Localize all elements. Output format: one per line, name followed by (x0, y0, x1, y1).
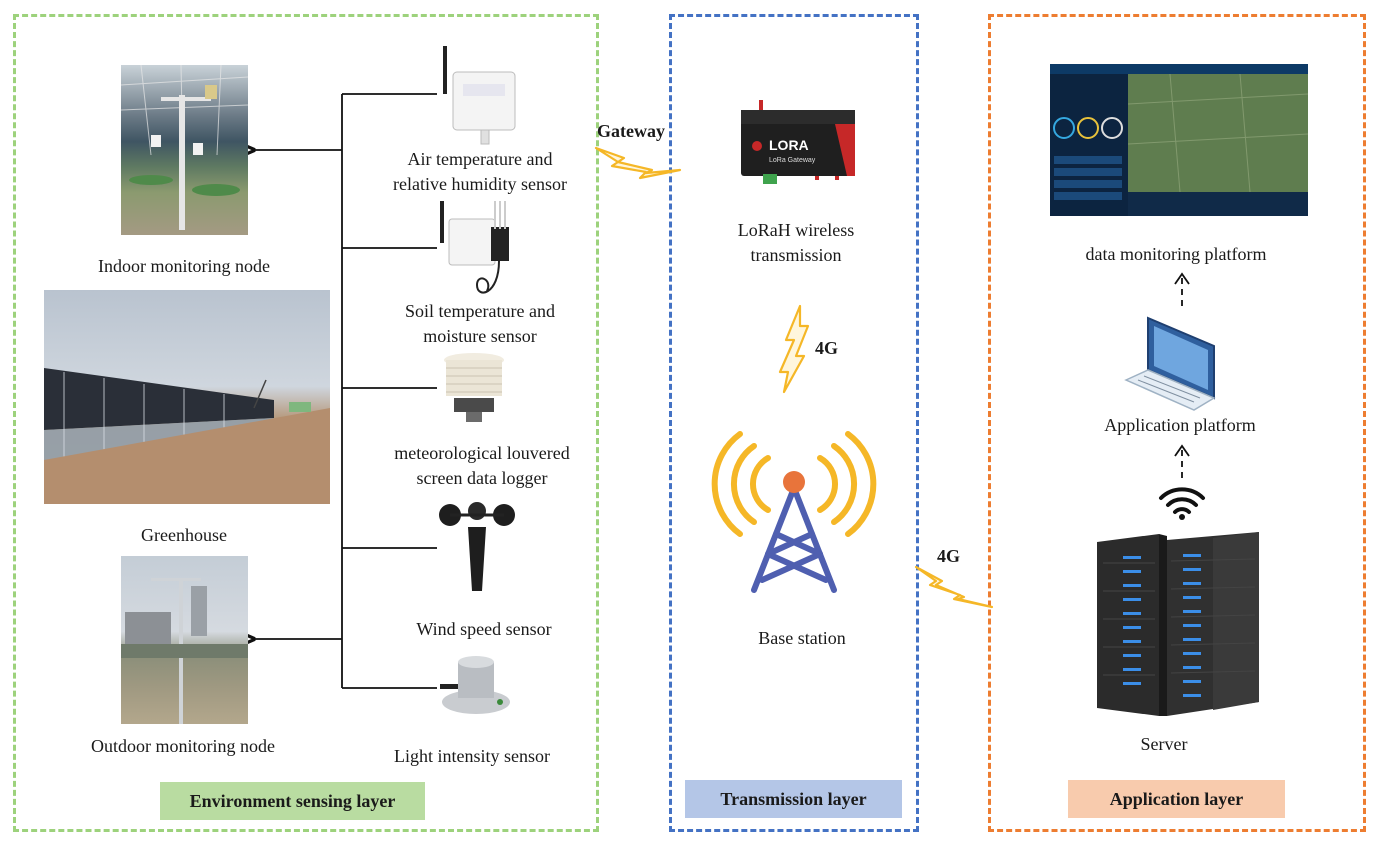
soil-sensor-caption-1: Soil temperature and (405, 301, 555, 321)
base-station-caption: Base station (758, 628, 846, 648)
sensing-layer-label: Environment sensing layer (160, 782, 425, 820)
gateway-label: Gateway (597, 121, 665, 141)
greenhouse-caption: Greenhouse (141, 525, 227, 545)
air-sensor-caption-2: relative humidity sensor (393, 174, 567, 194)
outdoor-node-caption: Outdoor monitoring node (91, 736, 275, 756)
transmission-layer-label: Transmission layer (685, 780, 902, 818)
lora-caption-2: transmission (750, 245, 842, 265)
monitoring-platform-screenshot (1050, 64, 1308, 216)
tx-4g-label: 4G (815, 338, 839, 358)
gateway-lightning-icon (594, 146, 682, 180)
outdoor-node-photo (121, 556, 248, 724)
server-rack-icon (1097, 532, 1259, 716)
soil-sensor-caption-2: moisture sensor (423, 326, 537, 346)
lora-gateway-device-image: LORA LoRa Gateway (741, 100, 855, 184)
wifi-icon (1159, 487, 1205, 520)
server-caption: Server (1140, 734, 1188, 754)
air-humidity-sensor-image (443, 46, 516, 145)
greenhouse-photo (44, 290, 330, 504)
light-sensor-caption: Light intensity sensor (394, 746, 550, 766)
air-sensor-caption-1: Air temperature and (407, 149, 553, 169)
lora-device-text: LORA (769, 137, 809, 153)
monitoring-platform-caption: data monitoring platform (1085, 244, 1267, 264)
wind-sensor-image (439, 502, 515, 591)
louvered-screen-image (444, 353, 504, 422)
server-4g-lightning-icon (914, 565, 994, 609)
lora-caption-1: LoRaH wireless (737, 220, 855, 240)
base-station-tower-icon (711, 431, 877, 593)
app-4g-label: 4G (937, 546, 961, 566)
light-sensor-image (440, 656, 510, 714)
indoor-node-caption: Indoor monitoring node (98, 256, 270, 276)
soil-sensor-image (440, 201, 509, 294)
louvered-screen-caption-1: meteorological louvered (394, 443, 570, 463)
louvered-screen-caption-2: screen data logger (416, 468, 548, 488)
laptop-icon (1124, 316, 1216, 411)
wind-sensor-caption: Wind speed sensor (416, 619, 552, 639)
application-layer-panel (988, 14, 1366, 832)
vertical-4g-lightning-icon (778, 304, 810, 394)
sensing-layer-panel (13, 14, 599, 832)
application-platform-caption: Application platform (1104, 415, 1256, 435)
transmission-layer-panel (669, 14, 919, 832)
indoor-node-photo (121, 65, 248, 235)
application-layer-label: Application layer (1068, 780, 1285, 818)
lora-device-subtext: LoRa Gateway (769, 157, 816, 164)
